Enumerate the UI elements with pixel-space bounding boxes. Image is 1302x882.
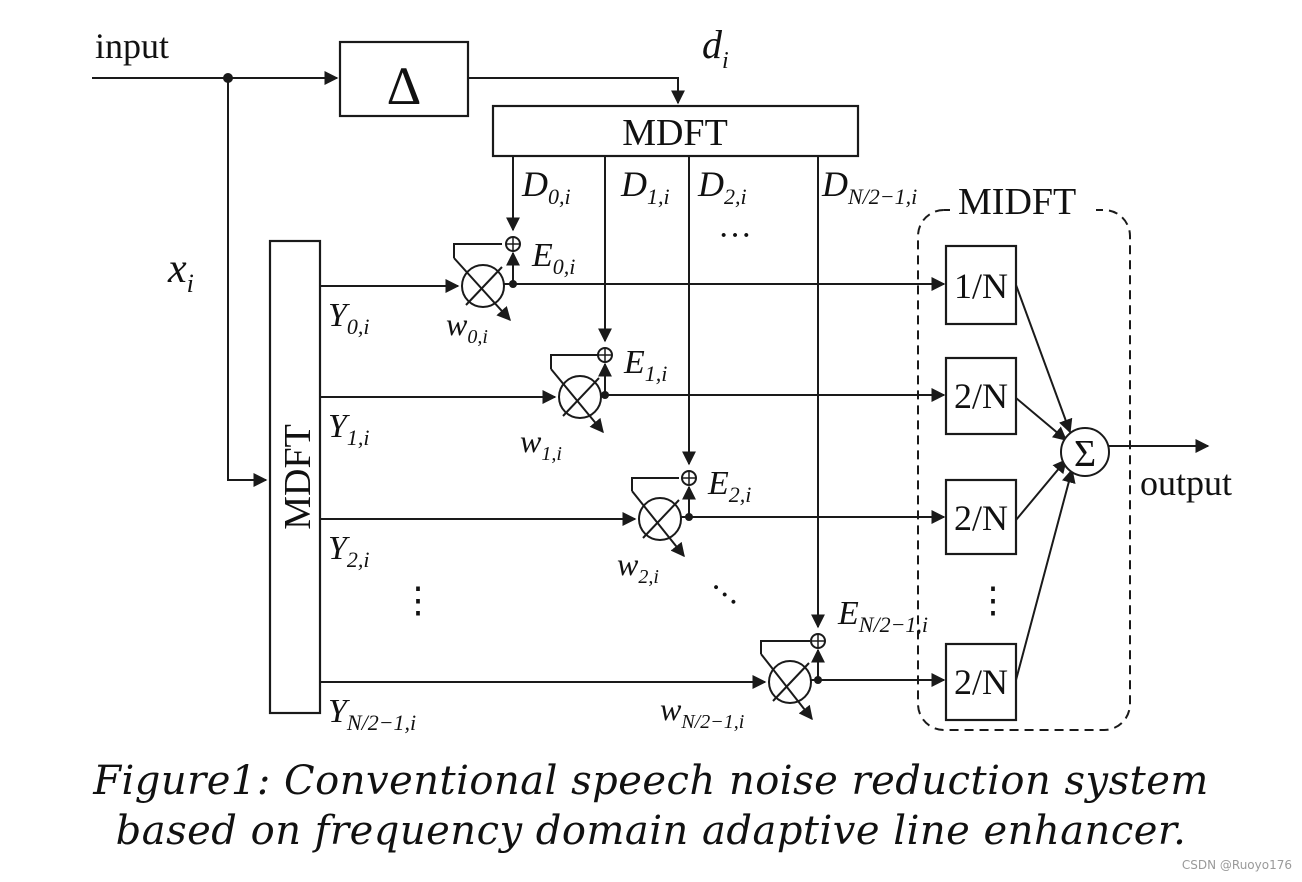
delay-block: Δ di (338, 22, 729, 118)
delta-symbol: Δ (387, 56, 422, 116)
sigma-node (1060, 427, 1110, 477)
wn-feedback-loop (760, 640, 810, 654)
gain0-box (944, 244, 1018, 326)
d-ellipsis: ··· (718, 217, 752, 254)
e2-label: E2,i (707, 465, 751, 507)
w2-label: w2,i (617, 546, 659, 588)
gain2-box (944, 478, 1018, 556)
sum-in-2 (1015, 458, 1067, 521)
w-ellipsis: ··· (699, 570, 749, 620)
w0-feedback-loop (453, 243, 502, 258)
output-label: output (1140, 463, 1232, 503)
y2-label: Y2,i (328, 530, 370, 572)
w1-feedback-loop (550, 354, 598, 369)
d1-label: D1,i (620, 164, 670, 209)
delay-box (338, 40, 470, 118)
y1-label: Y1,i (328, 408, 370, 450)
sum-in-1 (1015, 397, 1068, 441)
w1-filter-slash (562, 377, 600, 417)
yn-label: YN/2−1,i (328, 693, 416, 735)
d-wire (468, 77, 685, 105)
w2-feedback-loop (631, 477, 679, 491)
midft-label-bg (950, 192, 1096, 222)
gain1-box (944, 356, 1018, 436)
mdft-top-box (491, 104, 860, 158)
gain3-label: 2/N (954, 662, 1008, 702)
mdft-left-box (268, 239, 322, 715)
midft-label: MIDFT (958, 181, 1076, 223)
d-outputs: D0,i D1,i D2,i DN/2−1,i ··· (521, 164, 917, 254)
gain3-box (944, 642, 1018, 722)
sigma-label: Σ (1074, 433, 1096, 475)
y0-label: Y0,i (328, 297, 370, 339)
w0-filter-slash (465, 266, 503, 306)
sum-in-0 (1015, 284, 1073, 434)
x-label: xi (167, 246, 194, 298)
gain1-label: 2/N (954, 376, 1008, 416)
channel-1: Y1,i w1,i E1,i 2/N (320, 156, 1018, 465)
dn-label: DN/2−1,i (821, 164, 917, 209)
gain2-label: 2/N (954, 498, 1008, 538)
w0-adapt-arrow (453, 257, 511, 322)
caption-line-1: Figure1: Conventional speech noise reduc… (93, 758, 1209, 804)
watermark: CSDN @Ruoyo176 (1181, 858, 1292, 872)
wn-label: wN/2−1,i (660, 691, 744, 733)
e0-label: E0,i (531, 237, 575, 279)
wn-adapt-arrow (760, 653, 813, 721)
mdft-top-label: MDFT (622, 112, 728, 154)
mdft-top-block: MDFT (491, 104, 860, 158)
input-label: input (95, 26, 169, 66)
input-section: input xi (92, 26, 339, 487)
en-label: EN/2−1,i (837, 595, 928, 637)
gain-ellipsis: ⋮ (975, 580, 1011, 620)
sum-in-3 (1015, 468, 1076, 681)
d2-label: D2,i (697, 164, 747, 209)
w1-label: w1,i (520, 423, 562, 465)
w0-label: w0,i (446, 306, 488, 348)
x-wire (227, 78, 268, 487)
wn-filter-slash (772, 662, 810, 702)
w1-adapt-arrow (550, 368, 604, 434)
w2-filter-slash (642, 499, 680, 539)
channel-last: YN/2−1,i wN/2−1,i EN/2−1,i 2/N (320, 156, 1018, 735)
w2-adapt-arrow (631, 490, 685, 558)
midft-block: MIDFT ⋮ (917, 181, 1131, 731)
summation-block: Σ output (1015, 284, 1232, 681)
y-ellipsis: ⋮ (400, 580, 436, 620)
mdft-left-label: MDFT (277, 424, 319, 530)
gain0-label: 1/N (954, 266, 1008, 306)
e1-label: E1,i (623, 344, 667, 386)
mdft-left-block: MDFT (268, 239, 322, 715)
d0-label: D0,i (521, 164, 571, 209)
channel-2: Y2,i w2,i E2,i 2/N (320, 156, 1018, 588)
d-label: di (702, 22, 729, 74)
caption-line-2: based on frequency domain adaptive line … (115, 808, 1187, 854)
channel-0: Y0,i w0,i E0,i 1/N (320, 156, 1018, 348)
